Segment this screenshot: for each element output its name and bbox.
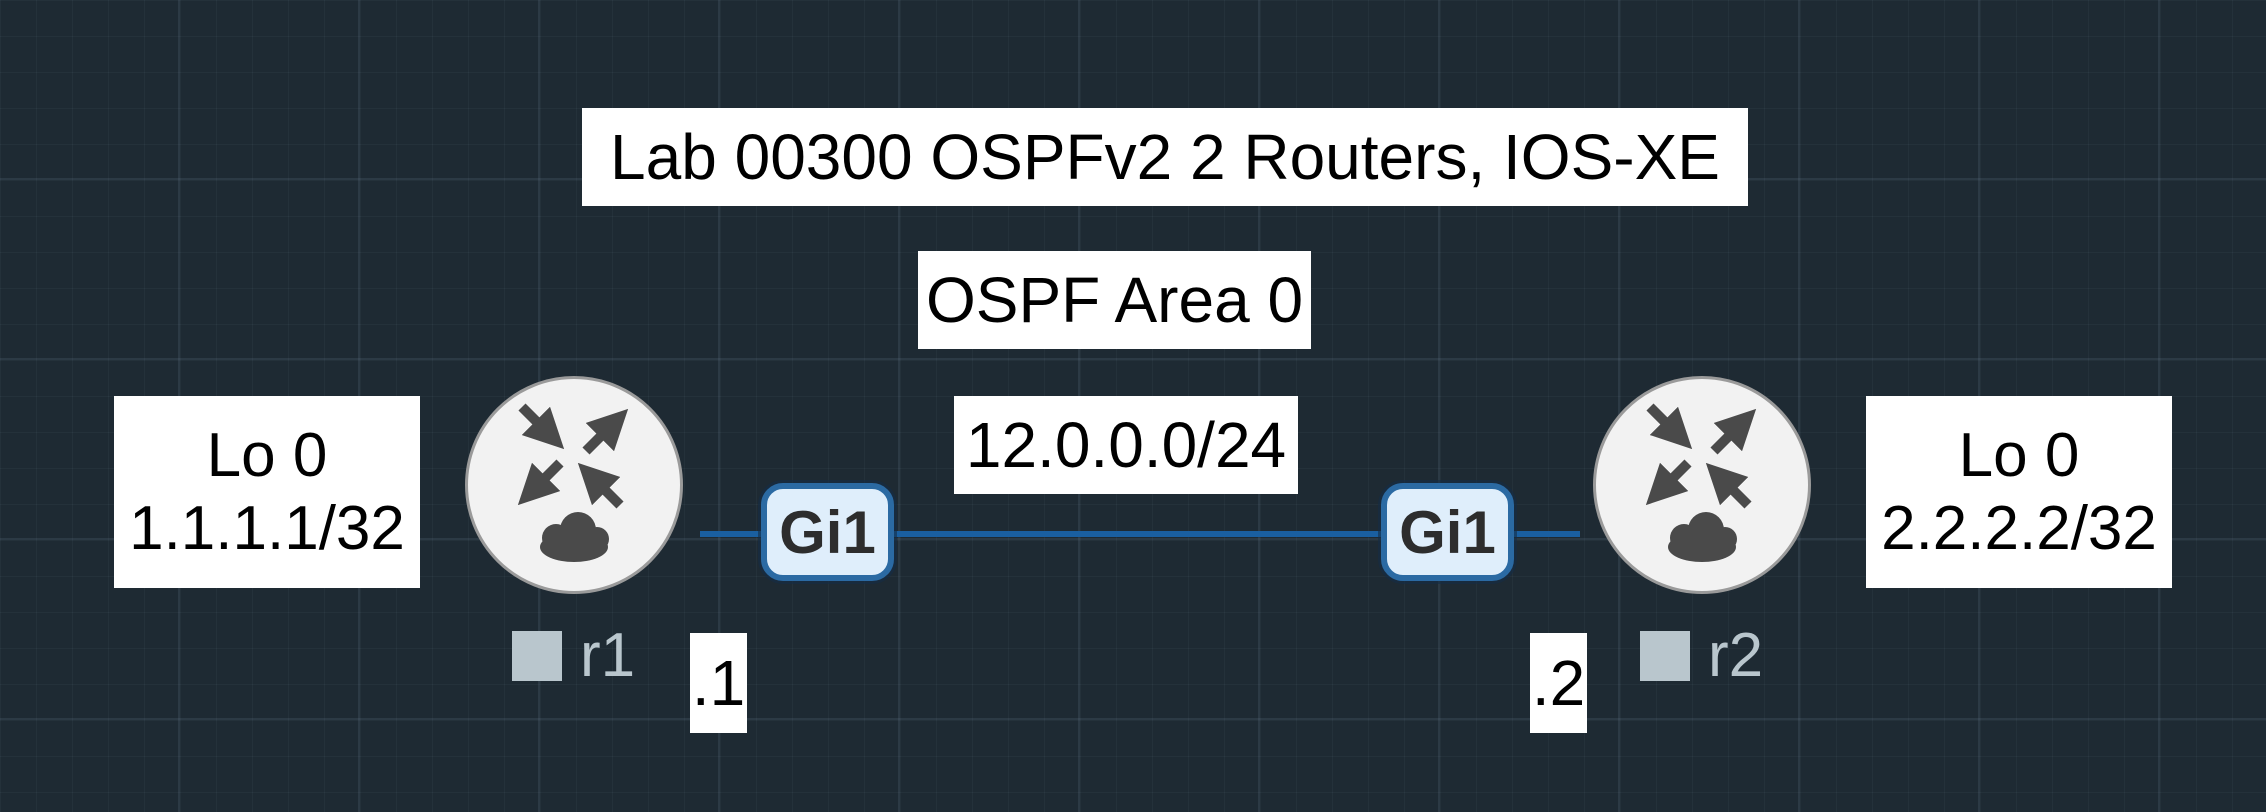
link-r1-r2[interactable] <box>700 531 1580 537</box>
router-icon <box>517 403 629 562</box>
r2-host-address[interactable]: .2 <box>1530 633 1587 733</box>
r2-loopback-address: 2.2.2.2/32 <box>1881 494 2157 563</box>
router-r2[interactable] <box>1593 376 1811 594</box>
r2-loopback-name: Lo 0 <box>1958 420 2080 490</box>
r1-loopback-address: 1.1.1.1/32 <box>129 494 405 563</box>
router-r1[interactable] <box>465 376 683 594</box>
r1-loopback-annotation[interactable]: Lo 0 1.1.1.1/32 <box>114 396 420 588</box>
r2-loopback-annotation[interactable]: Lo 0 2.2.2.2/32 <box>1866 396 2172 588</box>
lab-title[interactable]: Lab 00300 OSPFv2 2 Routers, IOS-XE <box>582 108 1748 206</box>
router-icon <box>1645 403 1757 562</box>
r2-interface-badge[interactable]: Gi1 <box>1381 483 1514 581</box>
r1-host-address[interactable]: .1 <box>690 633 747 733</box>
r1-name: r1 <box>580 621 636 690</box>
r2-node-label[interactable]: r2 <box>1640 620 1763 691</box>
area-label[interactable]: OSPF Area 0 <box>918 251 1311 349</box>
r1-node-label[interactable]: r1 <box>512 620 635 691</box>
r2-name: r2 <box>1708 621 1764 690</box>
node-status-icon <box>1640 630 1690 681</box>
node-status-icon <box>512 630 562 681</box>
subnet-label[interactable]: 12.0.0.0/24 <box>954 396 1298 494</box>
r1-interface-badge[interactable]: Gi1 <box>761 483 894 581</box>
r1-loopback-name: Lo 0 <box>206 420 328 490</box>
